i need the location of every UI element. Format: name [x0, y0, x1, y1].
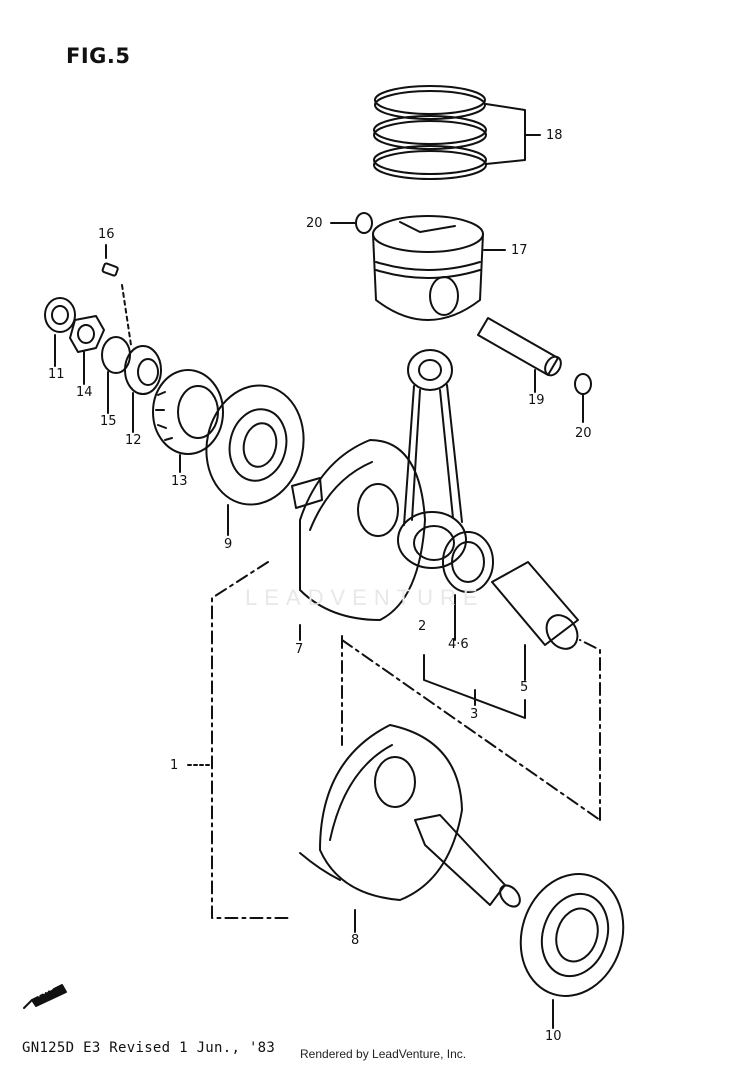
oil-seal — [44, 297, 76, 333]
piston-pin — [477, 317, 562, 377]
callout-10: 10 — [545, 1029, 562, 1044]
callout-16: 16 — [98, 227, 115, 242]
callout-11: 11 — [48, 367, 65, 382]
callout-13: 13 — [171, 474, 188, 489]
circlip-upper — [355, 212, 373, 234]
piston-rings — [373, 85, 487, 180]
leader-16-dash — [121, 284, 132, 346]
callout-19: 19 — [528, 393, 545, 408]
bracket-3-diagonal — [341, 639, 601, 821]
callout-9: 9 — [224, 537, 233, 552]
woodruff-key — [101, 262, 119, 277]
piston — [372, 215, 484, 321]
fwd-arrow-tip — [23, 999, 33, 1009]
callout-4-6: 4·6 — [448, 637, 469, 652]
callout-1: 1 — [170, 758, 179, 773]
figure-title: FIG.5 — [66, 44, 131, 68]
connecting-rod — [397, 349, 467, 569]
callout-8: 8 — [351, 933, 360, 948]
crank-pin — [491, 561, 579, 650]
watermark: LEADVENTURE — [245, 585, 485, 610]
drive-gear — [152, 369, 224, 455]
washer — [101, 336, 131, 374]
callout-17: 17 — [511, 243, 528, 258]
callout-12: 12 — [125, 433, 142, 448]
crankshaft-right-half — [299, 724, 521, 908]
nut — [69, 315, 105, 353]
callout-15: 15 — [100, 414, 117, 429]
leader-18 — [485, 103, 526, 165]
main-bearing-right — [519, 873, 625, 997]
crankshaft-left-half — [291, 439, 426, 621]
callout-7: 7 — [295, 642, 304, 657]
callout-2: 2 — [418, 619, 427, 634]
rendered-by-footer: Rendered by LeadVenture, Inc. — [300, 1047, 467, 1061]
callout-20-lower: 20 — [575, 426, 592, 441]
assembly-bracket-1 — [211, 561, 291, 919]
bracket-3-right — [579, 639, 601, 821]
fwd-arrow-icon — [31, 984, 67, 1007]
callout-5: 5 — [520, 680, 529, 695]
circlip-lower — [574, 373, 592, 395]
model-revision-footer: GN125D E3 Revised 1 Jun., '83 — [22, 1040, 276, 1056]
callout-18: 18 — [546, 128, 563, 143]
callout-14: 14 — [76, 385, 93, 400]
callout-3: 3 — [470, 707, 479, 722]
crank-needle-bearing — [442, 531, 494, 593]
callout-20-upper: 20 — [306, 216, 323, 231]
